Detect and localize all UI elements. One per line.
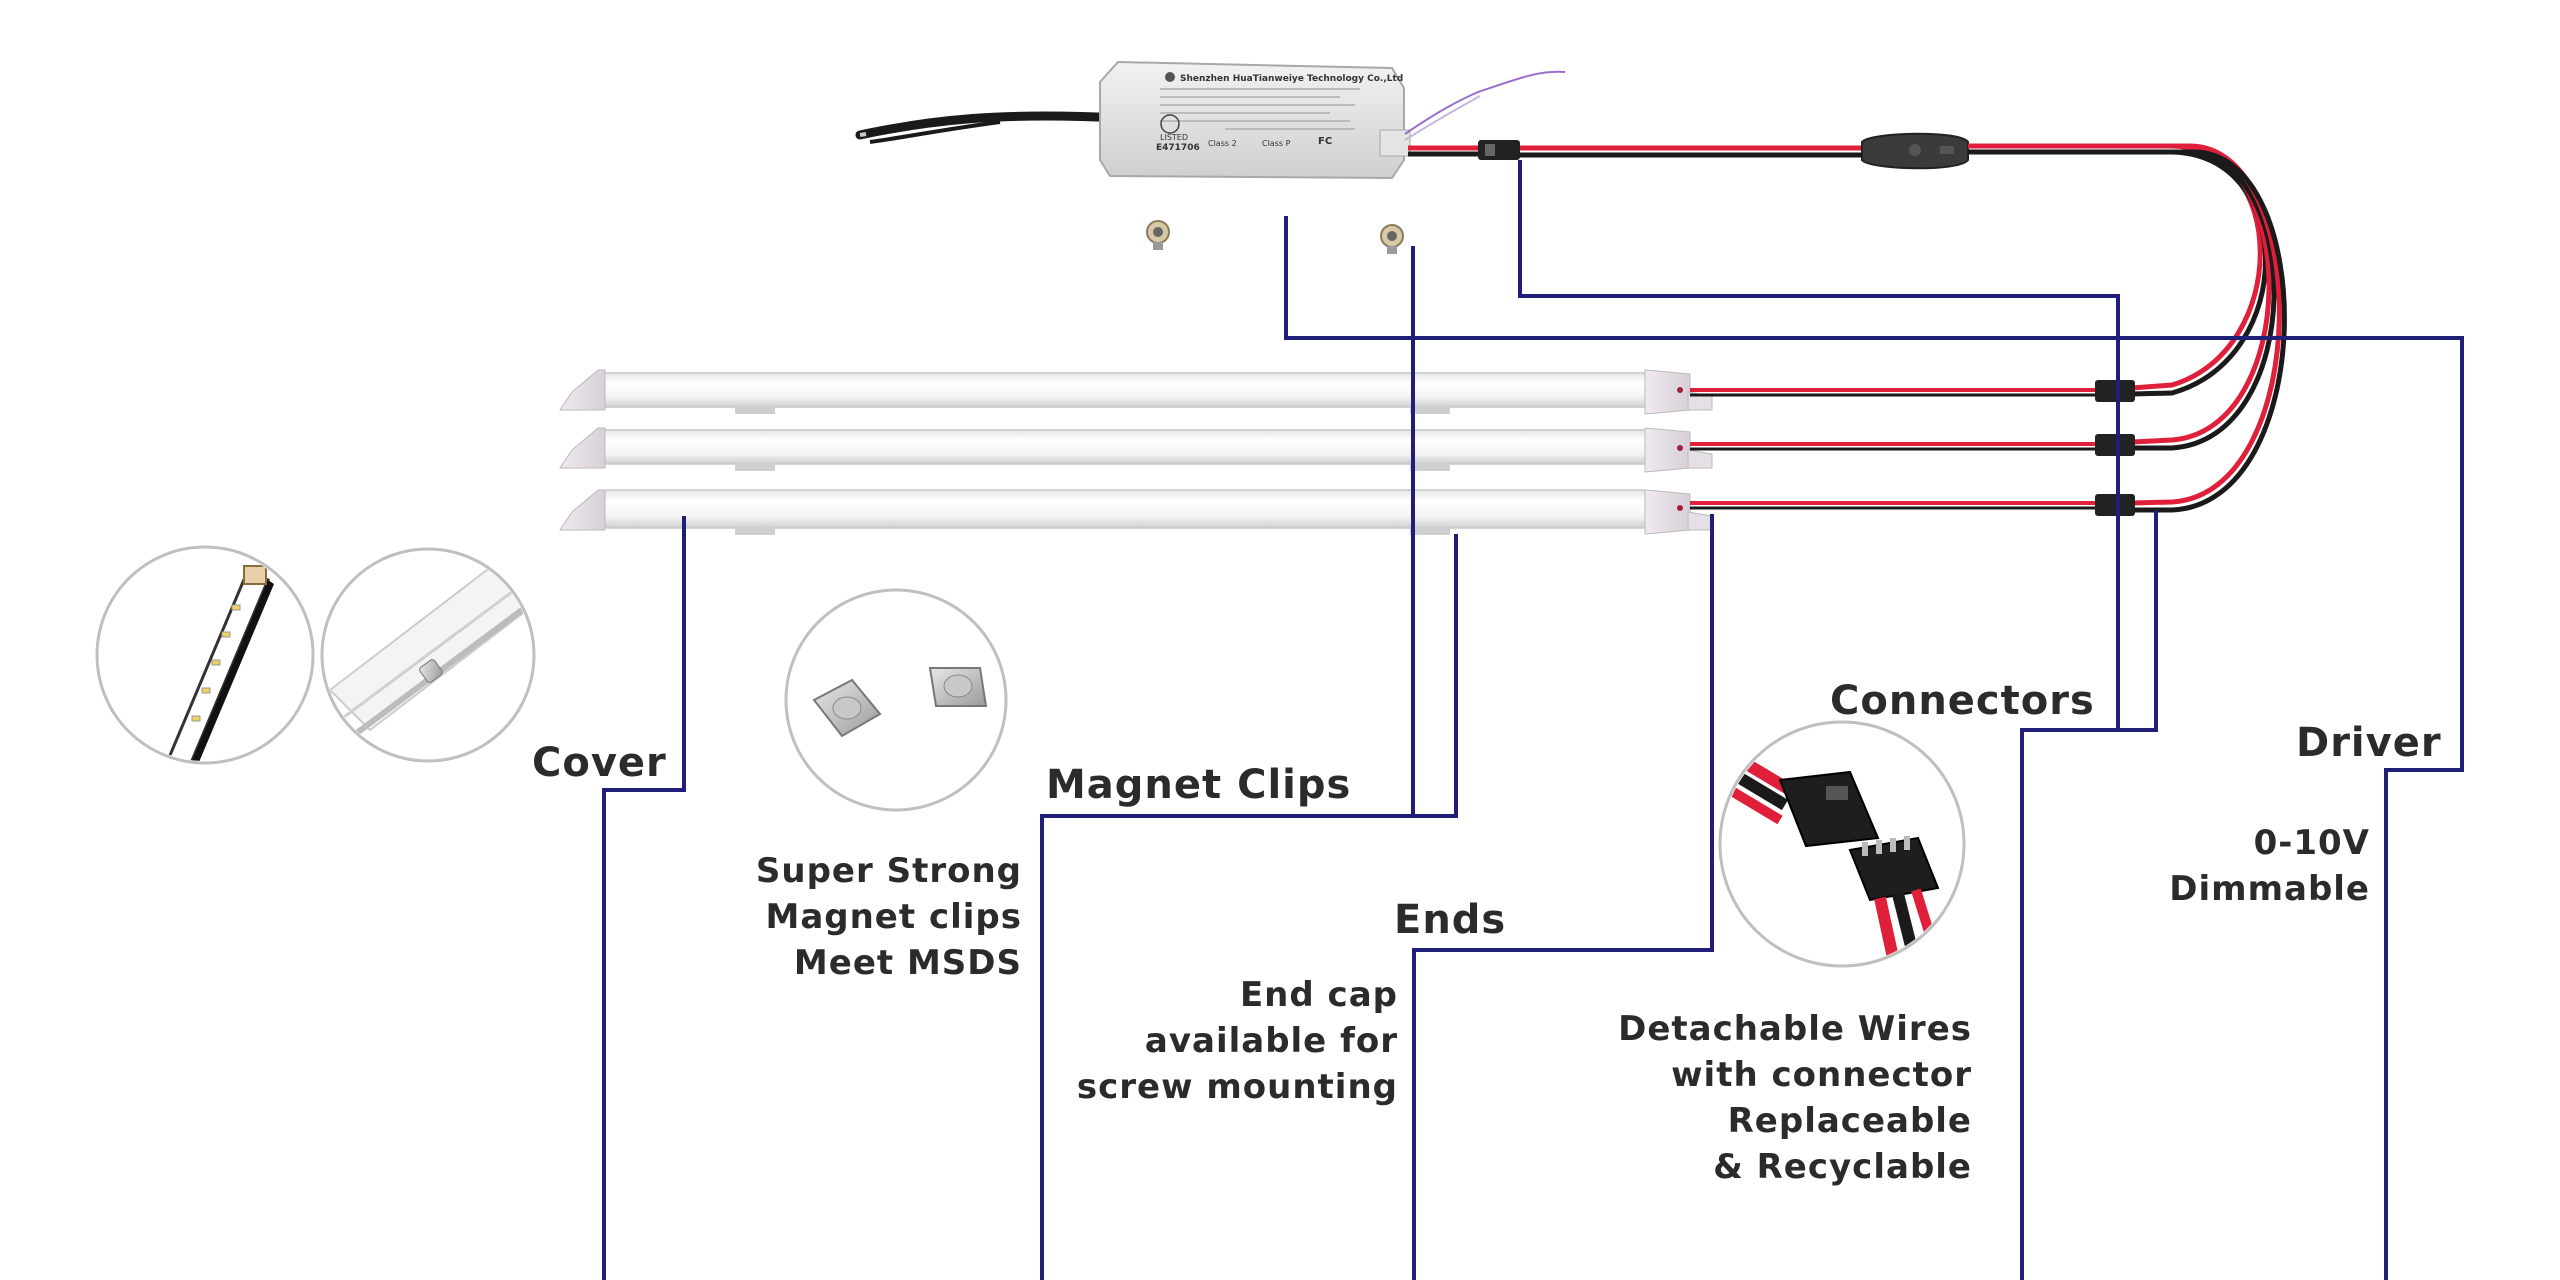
connectors-leader-line-lower (2020, 510, 2158, 1280)
magnet-clips-detail-circle (784, 588, 1008, 812)
cover-leader-line (602, 516, 686, 1280)
driver-brand: Shenzhen HuaTianweiye Technology Co.,Ltd (1180, 74, 1403, 84)
mounting-screws (1146, 220, 1404, 254)
connectors-leader-line (1518, 160, 2120, 396)
driver-output-connector (1478, 140, 1520, 160)
driver-classp: Class P (1262, 139, 1291, 148)
driver-description: 0-10V Dimmable (2169, 820, 2370, 912)
split-wires (1968, 143, 2287, 513)
driver-file-no: E471706 (1156, 143, 1200, 153)
tube-connector (2095, 494, 2135, 516)
led-tube-2 (559, 427, 2135, 473)
splitter-hub (1861, 132, 1969, 170)
connectors-description: Detachable Wires with connector Replacea… (1618, 1006, 1972, 1190)
driver-description-line: 0-10V (2253, 823, 2370, 863)
driver-input-wires (855, 111, 1125, 144)
driver-description-line: Dimmable (2169, 869, 2370, 909)
cover-detail-circle (320, 547, 536, 763)
tube-connector (2095, 380, 2135, 402)
driver-class2: Class 2 (1208, 139, 1237, 148)
led-driver: Shenzhen HuaTianweiye Technology Co.,Ltd… (1099, 60, 1411, 180)
ends-leader-line (1412, 514, 1714, 1280)
connector-detail-circle (1718, 720, 1966, 968)
ends-description-line: screw mounting (1076, 1067, 1398, 1107)
led-tube-3 (559, 489, 2135, 535)
led-tube-1 (559, 369, 2135, 415)
connectors-description-line: with connector (1671, 1055, 1972, 1095)
magnet-description: Super Strong Magnet clips Meet MSDS (756, 848, 1022, 986)
tube-connector (2095, 434, 2135, 456)
led-strip-detail-circle (95, 545, 315, 765)
connectors-description-line: & Recyclable (1713, 1147, 1972, 1187)
ends-description-line: End cap (1239, 975, 1398, 1015)
driver-listed: LISTED (1160, 133, 1188, 142)
leader-lines (602, 160, 2464, 1280)
driver-heading: Driver (2296, 720, 2442, 766)
magnet-description-line: Super Strong (755, 851, 1022, 891)
driver-leader-line (1284, 216, 2464, 1280)
ends-description-line: available for (1144, 1021, 1398, 1061)
magnet-description-line: Meet MSDS (793, 943, 1022, 983)
connectors-description-line: Replaceable (1727, 1101, 1972, 1141)
magnet-leader-line (1040, 534, 1458, 1280)
connectors-heading: Connectors (1830, 678, 2095, 724)
driver-output-wires (1404, 70, 1862, 160)
magnet-clip-icon (812, 678, 882, 738)
ends-heading: Ends (1394, 897, 1507, 943)
cover-heading: Cover (532, 740, 667, 786)
screw-icon (1146, 220, 1170, 250)
magnet-description-line: Magnet clips (765, 897, 1022, 937)
ends-description: End cap available for screw mounting (1077, 972, 1398, 1110)
screw-icon (1380, 224, 1404, 254)
connectors-description-line: Detachable Wires (1618, 1009, 1972, 1049)
driver-fc: FC (1318, 136, 1332, 147)
magnet-clips-heading: Magnet Clips (1046, 762, 1352, 808)
magnet-clip-icon (928, 667, 988, 707)
